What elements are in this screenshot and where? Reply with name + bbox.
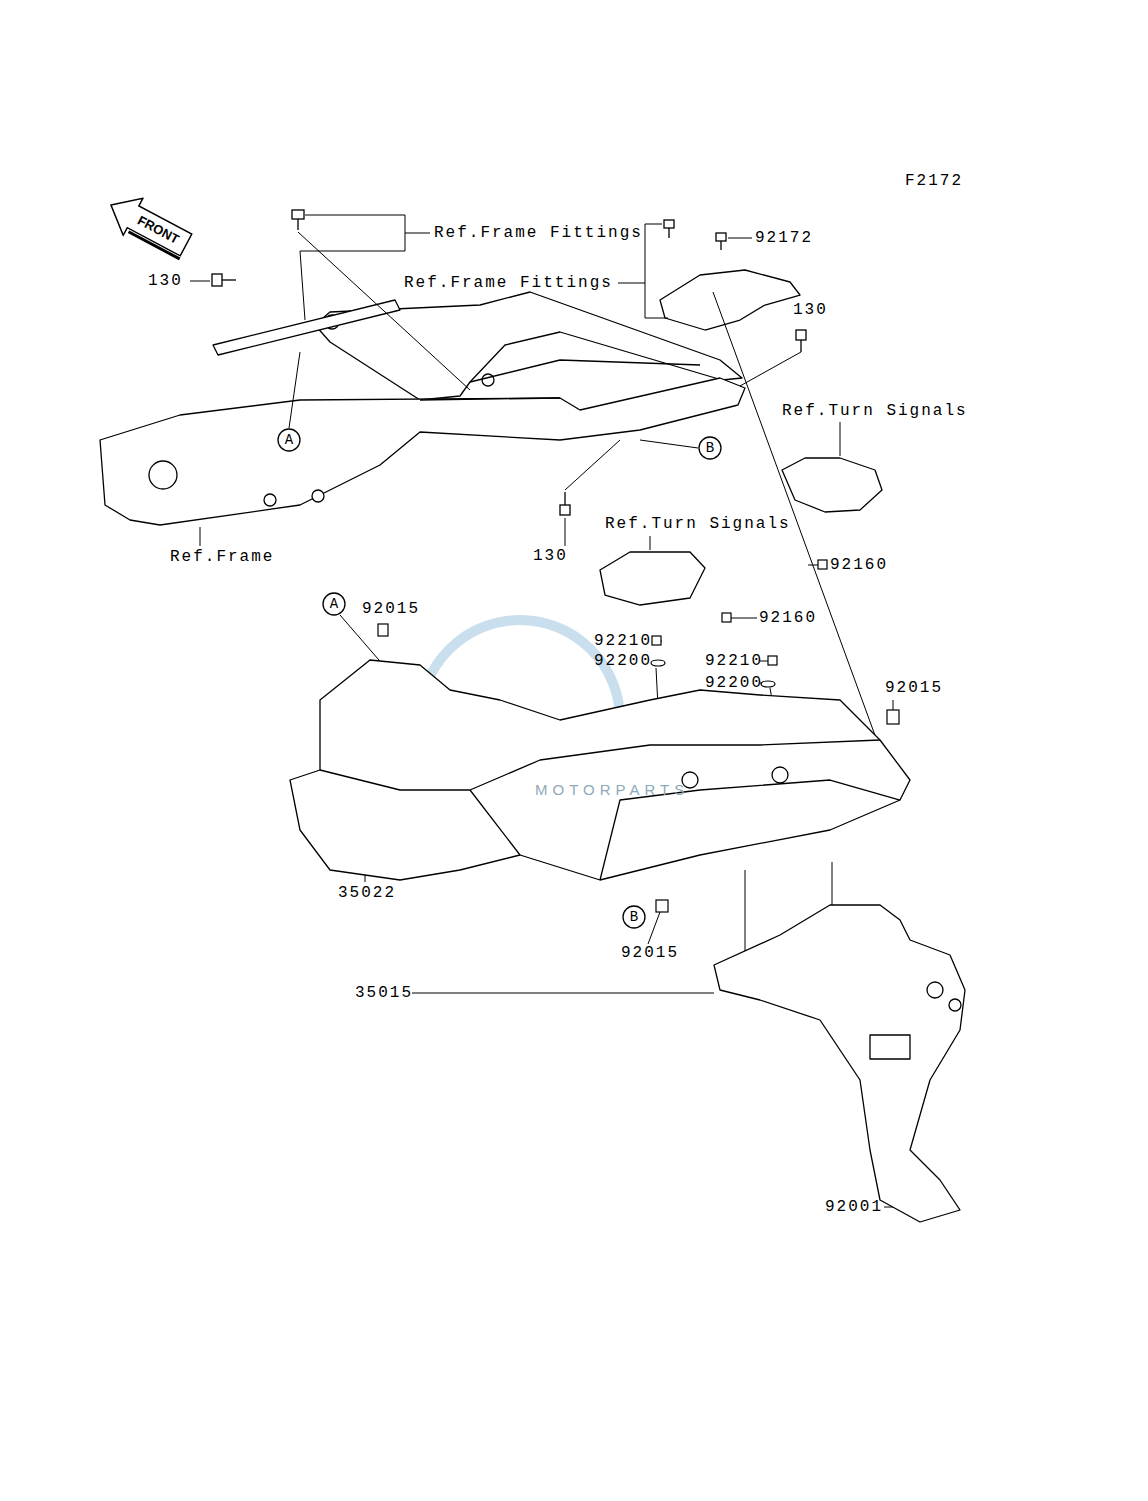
callout-number: 92200 [594, 651, 652, 671]
undertray [290, 660, 910, 880]
callout-number: 92200 [705, 673, 763, 693]
callout-number: 92160 [830, 555, 888, 575]
frame [100, 292, 745, 525]
circle-shape [278, 429, 300, 451]
rear-fender [714, 905, 965, 1222]
reference-note: Ref.Turn Signals [782, 401, 968, 421]
reference-circle: B [698, 436, 722, 460]
callout-number: 92160 [759, 608, 817, 628]
callout-number: 92172 [755, 228, 813, 248]
circle-shape [623, 906, 645, 928]
reference-note: Ref.Frame Fittings [434, 223, 643, 243]
callout-number: 92210 [705, 651, 763, 671]
watermark: MOTORPARTS [535, 780, 689, 800]
callout-number: 35022 [338, 883, 396, 903]
arrow-outline [101, 187, 196, 264]
callout-number: 130 [793, 300, 828, 320]
node-text: A [322, 596, 346, 612]
reference-note: Ref.Frame Fittings [404, 273, 613, 293]
callout-number: 92015 [885, 678, 943, 698]
callout-number: 92015 [621, 943, 679, 963]
figure-code: F2172 [905, 171, 963, 191]
node-text: B [698, 440, 722, 456]
callout-number: 92210 [594, 631, 652, 651]
circle-shape [323, 593, 345, 615]
callout-number: 92015 [362, 599, 420, 619]
node-text: B [622, 909, 646, 925]
reference-note: Ref.Frame [170, 547, 274, 567]
reference-circle: A [277, 428, 301, 452]
node-text: A [277, 432, 301, 448]
callout-number: 130 [148, 271, 183, 291]
callout-number: 130 [533, 546, 568, 566]
front-arrow: FRONT [99, 185, 196, 265]
callout-number: 35015 [355, 983, 413, 1003]
reference-note: Ref.Turn Signals [605, 514, 791, 534]
arrow-shadow [128, 210, 193, 260]
turn-signals [600, 458, 882, 605]
reference-circle: A [322, 592, 346, 616]
callout-number: 92001 [825, 1197, 883, 1217]
circle-shape [699, 437, 721, 459]
bolts [212, 210, 910, 1208]
reference-circle: B [622, 905, 646, 929]
bracket-plates [213, 270, 800, 355]
